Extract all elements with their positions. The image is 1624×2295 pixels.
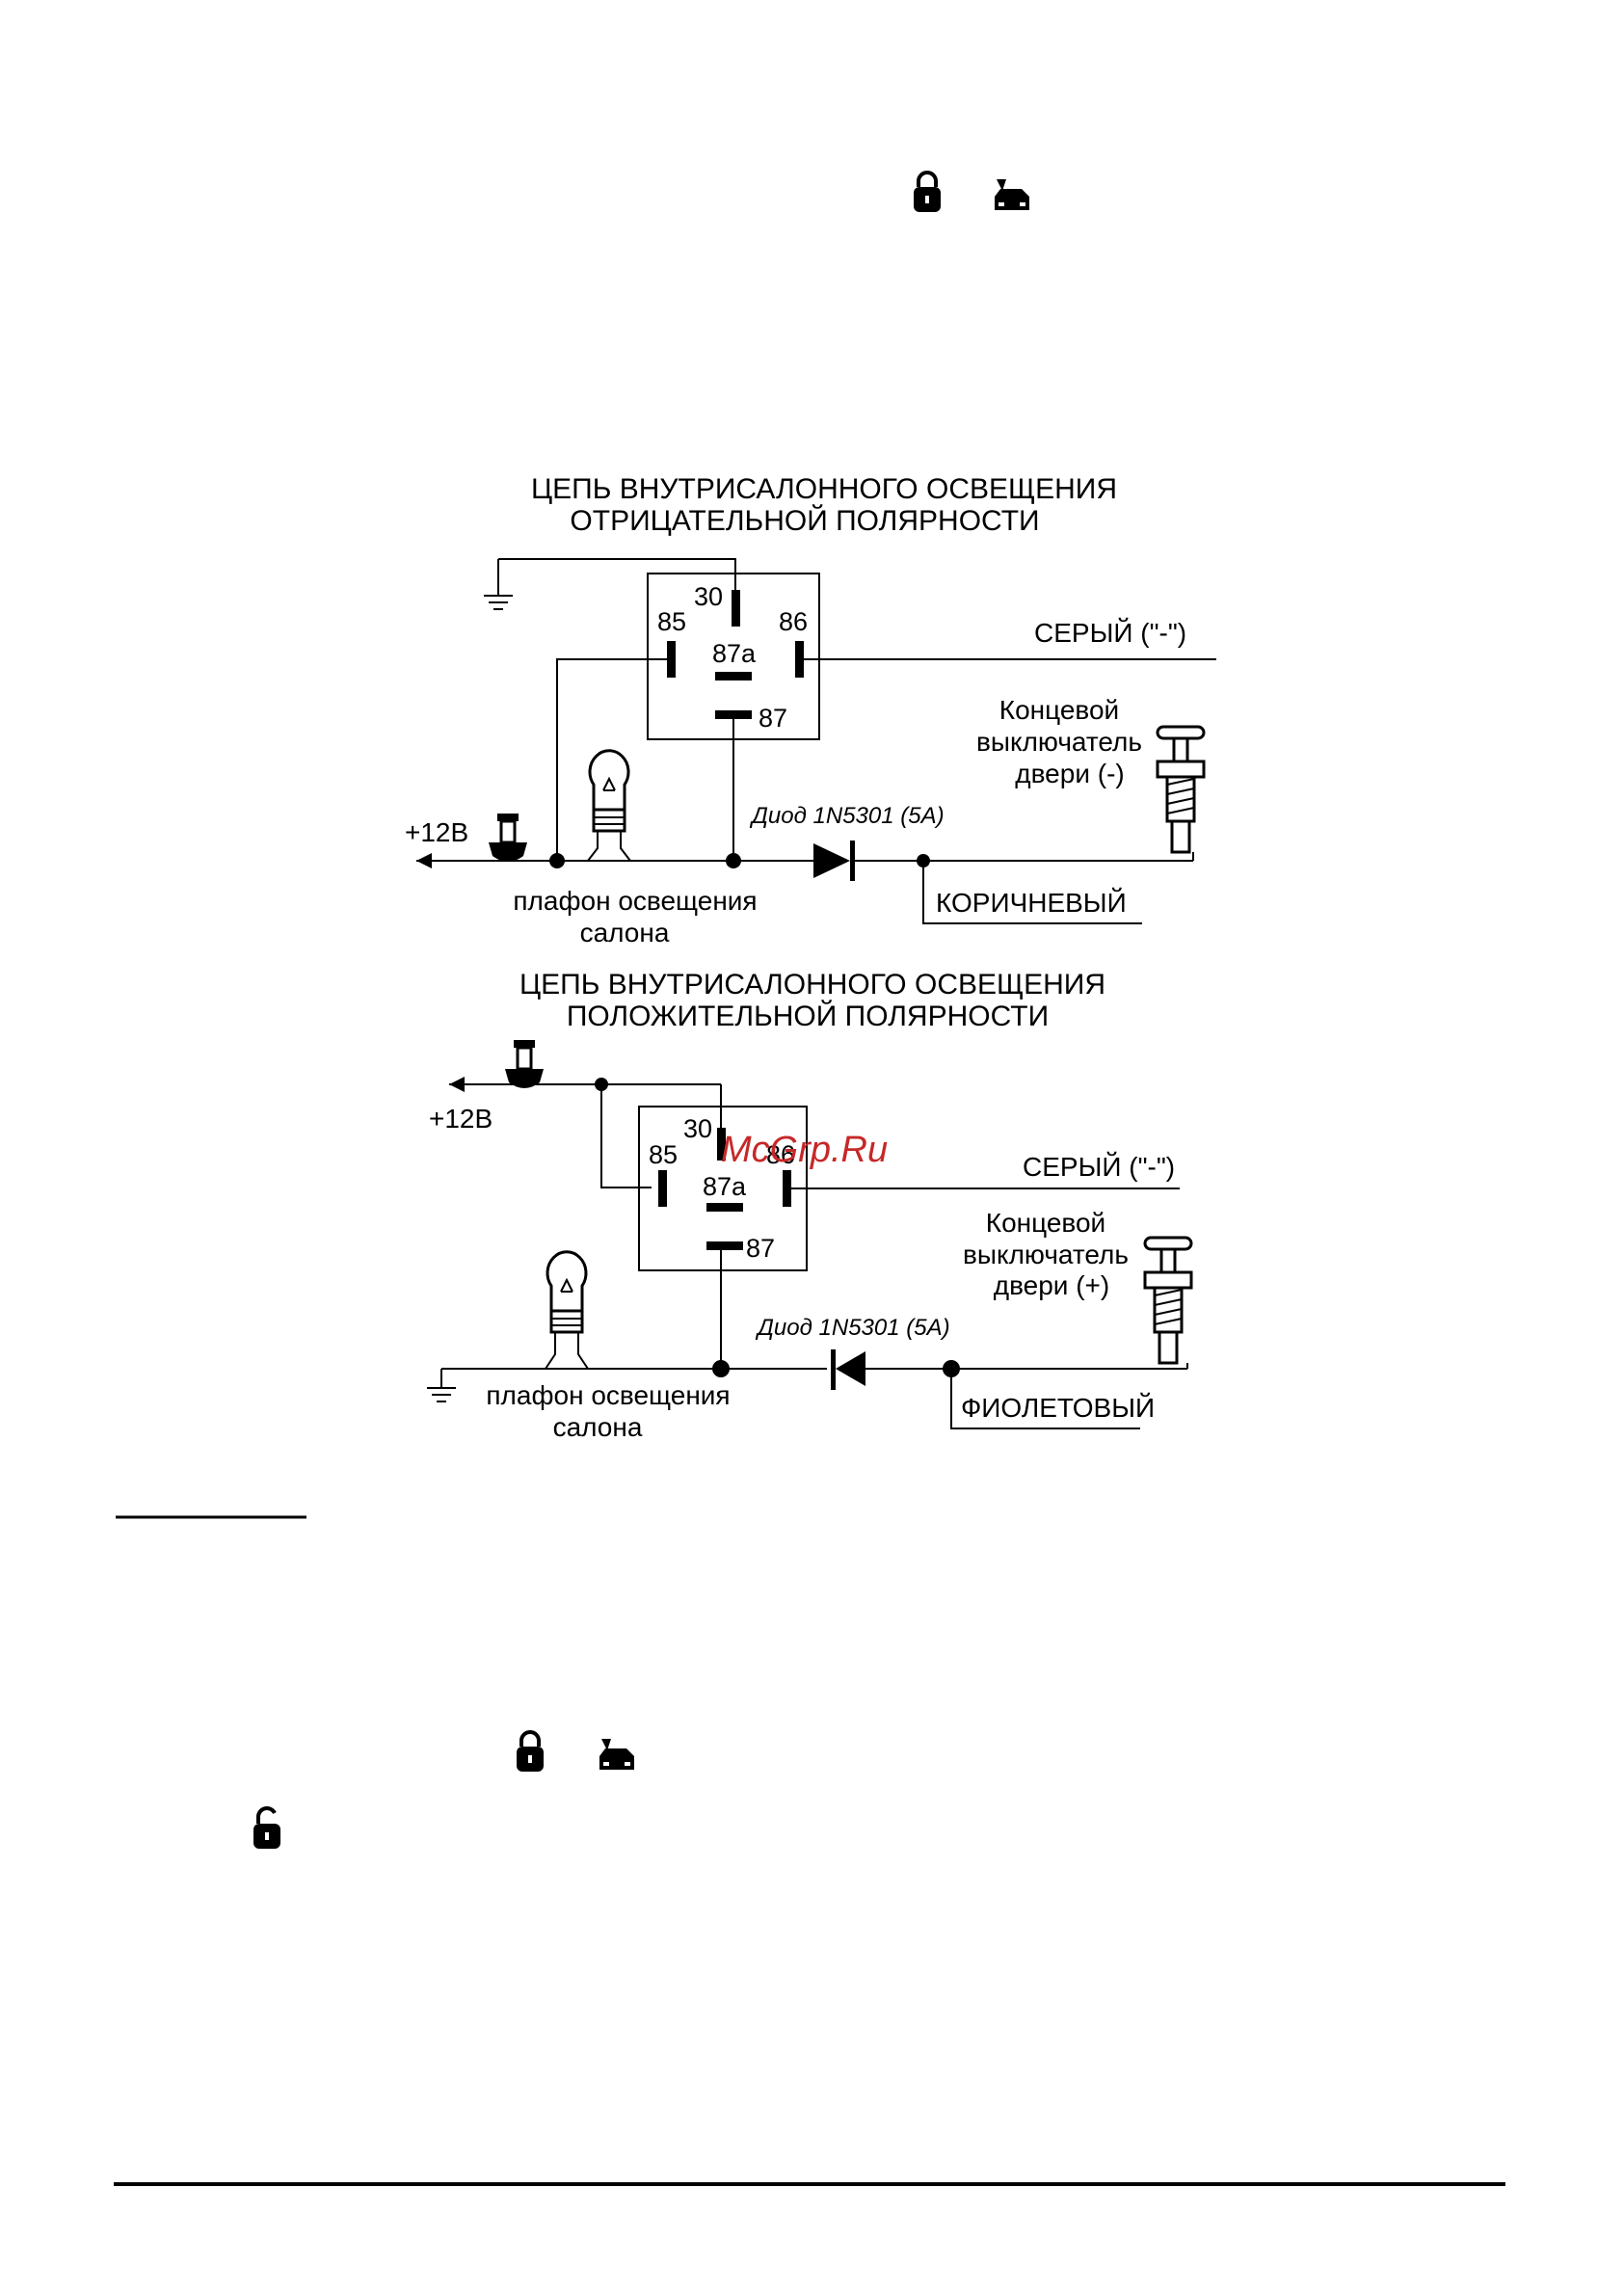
door-switch-label-2: выключатель [963, 1240, 1129, 1269]
relay-pin-85: 85 [657, 607, 686, 636]
lamp-label-2: салона [580, 918, 670, 947]
lock-closed-icon [517, 1730, 544, 1772]
diagram-title-line2: ОТРИЦАТЕЛЬНОЙ ПОЛЯРНОСТИ [570, 504, 1039, 537]
lamp-label-1: плафон освещения [486, 1380, 730, 1410]
supply-label: +12В [429, 1104, 493, 1134]
relay-pin-86: 86 [766, 1140, 795, 1169]
fuse-icon [505, 1040, 544, 1088]
relay-pin-30: 30 [683, 1114, 712, 1143]
door-switch-label-1: Концевой [986, 1208, 1105, 1238]
relay-pin-87a: 87a [712, 639, 757, 668]
diode-symbol [831, 1349, 865, 1390]
door-switch-label-1: Концевой [999, 695, 1119, 725]
diode-label: Диод 1N5301 (5A) [755, 1315, 950, 1341]
diagram-title-line1: ЦЕПЬ ВНУТРИСАЛОННОГО ОСВЕЩЕНИЯ [519, 969, 1105, 1001]
positive-polarity-diagram: ЦЕПЬ ВНУТРИСАЛОННОГО ОСВЕЩЕНИЯ ПОЛОЖИТЕЛ… [427, 969, 1193, 1442]
lamp-label-2: салона [553, 1412, 643, 1442]
ground-symbol [427, 1369, 456, 1402]
lock-closed-icon [914, 171, 941, 212]
car-trunk-icon [599, 1739, 634, 1770]
relay-pin-87: 87 [746, 1234, 775, 1263]
supply-label: +12В [405, 817, 468, 847]
lamp-icon [588, 749, 630, 833]
negative-polarity-diagram: ЦЕПЬ ВНУТРИСАЛОННОГО ОСВЕЩЕНИЯ ОТРИЦАТЕЛ… [405, 473, 1216, 947]
diode-label: Диод 1N5301 (5A) [749, 803, 945, 829]
lamp-icon [546, 1250, 588, 1334]
ground-symbol [484, 559, 513, 610]
relay-pin-87: 87 [759, 704, 787, 733]
diode-symbol [813, 841, 855, 881]
wire-color-label: КОРИЧНЕВЫЙ [936, 888, 1127, 918]
car-trunk-icon [995, 179, 1029, 210]
door-switch-label-3: двери (+) [994, 1270, 1109, 1300]
diagram-title-line2: ПОЛОЖИТЕЛЬНОЙ ПОЛЯРНОСТИ [567, 1000, 1049, 1032]
lock-open-icon [253, 1806, 280, 1849]
door-switch-label-2: выключатель [976, 727, 1142, 757]
gray-wire-label: СЕРЫЙ ("-") [1023, 1152, 1175, 1182]
relay-pin-30: 30 [694, 582, 723, 611]
wire-color-label: ФИОЛЕТОВЫЙ [961, 1393, 1155, 1423]
diagram-title-line1: ЦЕПЬ ВНУТРИСАЛОННОГО ОСВЕЩЕНИЯ [531, 473, 1117, 505]
relay-pin-85: 85 [649, 1140, 678, 1169]
relay-pin-87a: 87a [703, 1172, 747, 1201]
watermark: McGrp.Ru [721, 1130, 888, 1170]
lamp-label-1: плафон освещения [513, 886, 757, 916]
door-switch-label-3: двери (-) [1015, 759, 1124, 788]
door-switch-icon [1143, 1236, 1193, 1365]
door-switch-icon [1156, 725, 1206, 854]
fuse-icon [489, 814, 527, 862]
gray-wire-label: СЕРЫЙ ("-") [1034, 618, 1186, 648]
relay-pin-86: 86 [779, 607, 808, 636]
